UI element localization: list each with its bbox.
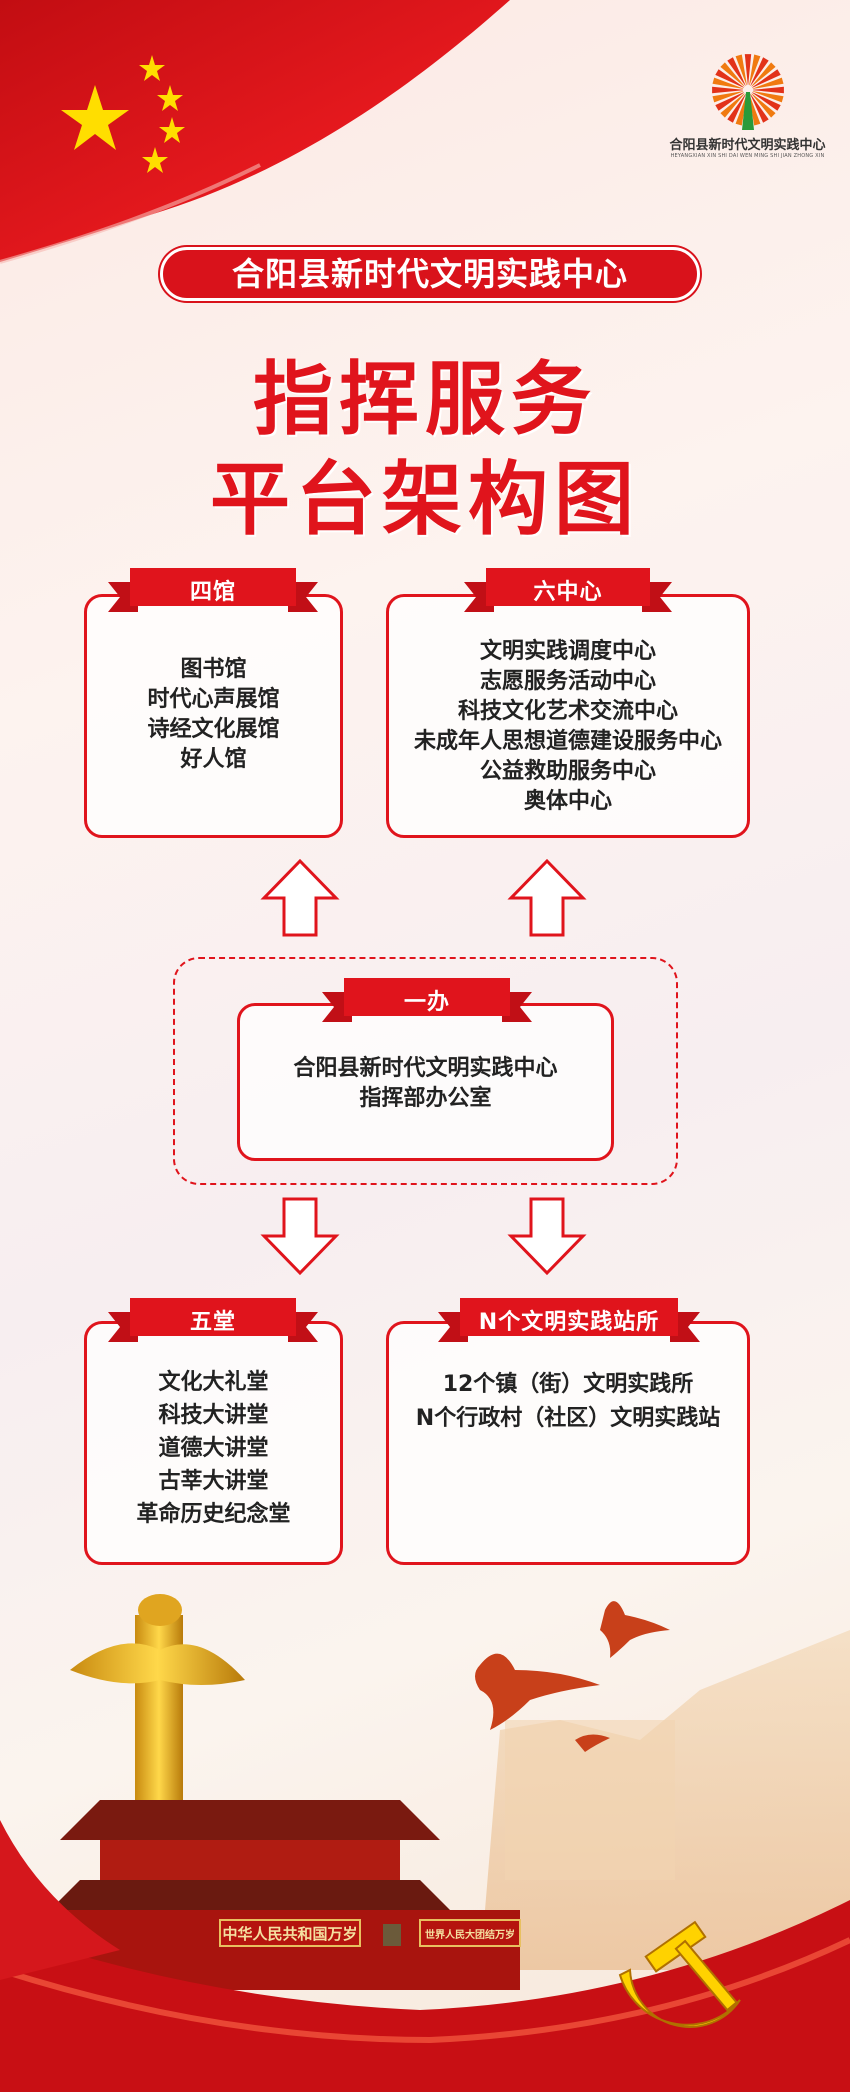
- list-item: 志愿服务活动中心: [479, 669, 656, 694]
- ribbon-label: 一办: [403, 990, 450, 1015]
- logo-ray: [735, 54, 747, 86]
- logo-ray: [714, 69, 744, 88]
- logo-ray: [735, 94, 747, 126]
- list-item: 公益救助服务中心: [479, 759, 656, 784]
- org-title: 合阳县新时代文明实践中心: [160, 247, 700, 301]
- tiananmen-gate: 中华人民共和国万岁 世界人民大团结万岁: [50, 1800, 521, 1990]
- arrow-down-icon: [507, 1197, 587, 1276]
- list-item: 文明实践调度中心: [479, 639, 656, 664]
- list-item: 时代心声展馆: [147, 687, 280, 712]
- logo-ray: [748, 54, 760, 86]
- logo-ray: [750, 62, 776, 87]
- box-nstations: 12个镇（街）文明实践所 N个行政村（社区）文明实践站: [386, 1321, 750, 1565]
- gate-slogan-right: 世界人民大团结万岁: [425, 1928, 515, 1941]
- box-yiban: 合阳县新时代文明实践中心 指挥部办公室: [237, 1003, 614, 1161]
- ribbon-yiban: 一办: [322, 978, 532, 1022]
- ribbon-wutang: 五堂: [108, 1298, 318, 1342]
- ribbon-nstations: N个文明实践站所: [438, 1298, 700, 1342]
- logo-ray: [712, 91, 743, 103]
- box-wutang: 文化大礼堂 科技大讲堂 道德大讲堂 古莘大讲堂 革命历史纪念堂: [84, 1321, 343, 1565]
- page-title-line2: 平台架构图: [210, 453, 640, 546]
- list-item: 科技大讲堂: [158, 1403, 269, 1428]
- wutang-list: 文化大礼堂 科技大讲堂 道德大讲堂 古莘大讲堂 革命历史纪念堂: [87, 1366, 340, 1531]
- siguan-list: 图书馆 时代心声展馆 诗经文化展馆 好人馆: [87, 655, 340, 775]
- list-item: 图书馆: [180, 657, 247, 682]
- logo-name: 合阳县新时代文明实践中心: [669, 138, 826, 153]
- logo-ray: [749, 94, 769, 123]
- logo-pinyin: HEYANGXIAN XIN SHI DAI WEN MING SHI JIAN…: [670, 153, 825, 159]
- logo-ray: [726, 57, 746, 86]
- ribbon-siguan: 四馆: [108, 568, 318, 612]
- list-item: N个行政村（社区）文明实践站: [415, 1406, 721, 1431]
- ribbon-label: 四馆: [189, 580, 236, 605]
- gate-slogan-left: 中华人民共和国万岁: [222, 1925, 357, 1943]
- list-item: 革命历史纪念堂: [136, 1502, 291, 1527]
- logo-ray: [752, 91, 783, 103]
- logo-ray: [719, 62, 745, 87]
- tiananmen-scene-illustration: 中华人民共和国万岁 世界人民大团结万岁: [0, 1594, 850, 2092]
- list-item: 诗经文化展馆: [147, 717, 280, 742]
- logo-ray: [750, 93, 776, 118]
- yiban-list: 合阳县新时代文明实践中心 指挥部办公室: [240, 1054, 611, 1114]
- logo-ray: [751, 69, 781, 88]
- box-siguan: 图书馆 时代心声展馆 诗经文化展馆 好人馆: [84, 594, 343, 838]
- ribbon-label: 五堂: [189, 1310, 236, 1335]
- logo-ray: [749, 57, 769, 86]
- logo-ray: [752, 86, 784, 94]
- liuzhongxin-list: 文明实践调度中心 志愿服务活动中心 科技文化艺术交流中心 未成年人思想道德建设服…: [389, 637, 747, 817]
- logo: 合阳县新时代文明实践中心 HEYANGXIAN XIN SHI DAI WEN …: [650, 50, 845, 159]
- logo-ray: [748, 94, 760, 126]
- ribbon-label: N个文明实践站所: [478, 1310, 660, 1335]
- logo-ray: [719, 93, 745, 118]
- arrow-down-icon: [260, 1197, 340, 1276]
- list-item: 12个镇（街）文明实践所: [442, 1372, 694, 1397]
- list-item: 指挥部办公室: [359, 1086, 492, 1111]
- logo-ray: [714, 92, 744, 111]
- arrow-up-icon: [507, 858, 587, 937]
- dashed-group-yiban: [173, 957, 678, 1185]
- ribbon-label: 六中心: [533, 580, 603, 605]
- list-item: 未成年人思想道德建设服务中心: [413, 729, 722, 754]
- logo-ray: [711, 86, 743, 94]
- box-liuzhongxin: 文明实践调度中心 志愿服务活动中心 科技文化艺术交流中心 未成年人思想道德建设服…: [386, 594, 750, 838]
- logo-ray: [726, 94, 746, 123]
- list-item: 科技文化艺术交流中心: [457, 699, 678, 724]
- list-item: 道德大讲堂: [158, 1436, 269, 1461]
- logo-ray: [752, 77, 783, 89]
- page-title-line1: 指挥服务: [253, 353, 597, 446]
- list-item: 好人馆: [180, 747, 247, 772]
- sunburst-tree-logo-icon: [711, 54, 784, 130]
- list-item: 古莘大讲堂: [158, 1469, 269, 1494]
- nstations-list: 12个镇（街）文明实践所 N个行政村（社区）文明实践站: [389, 1368, 747, 1436]
- doves: [475, 1601, 670, 1752]
- list-item: 奥体中心: [523, 789, 612, 814]
- china-flag-decoration: [0, 0, 510, 264]
- logo-ray: [751, 92, 781, 111]
- ribbon-liuzhongxin: 六中心: [464, 568, 672, 612]
- hammer-sickle-emblem: [618, 1920, 741, 2028]
- logo-ray: [712, 77, 743, 89]
- list-item: 文化大礼堂: [158, 1370, 269, 1395]
- list-item: 合阳县新时代文明实践中心: [293, 1056, 558, 1081]
- logo-ray: [744, 54, 751, 85]
- arrow-up-icon: [260, 858, 340, 937]
